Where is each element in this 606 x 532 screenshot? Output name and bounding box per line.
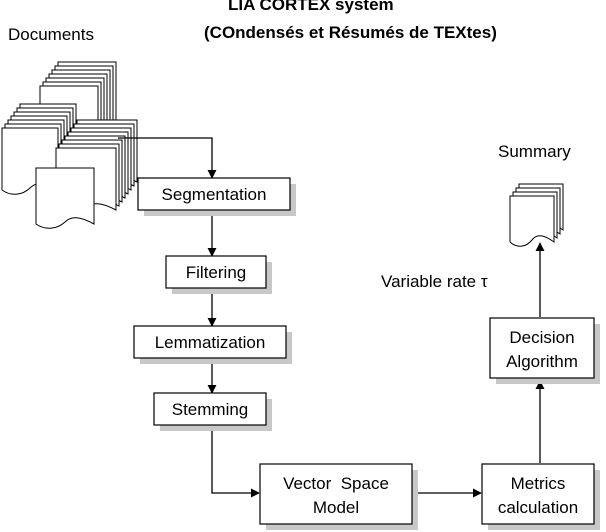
- decision-line-1: Decision: [509, 328, 574, 347]
- document-page-shape: [35, 167, 95, 229]
- vector-space-line-2: Model: [313, 498, 359, 517]
- variable-rate-label: Variable rate τ: [381, 272, 488, 291]
- filtering-label: Filtering: [186, 263, 246, 282]
- step-filtering: Filtering: [165, 255, 272, 294]
- metrics-line-2: calculation: [498, 498, 578, 517]
- stemming-label: Stemming: [172, 400, 249, 419]
- decision-line-2: Algorithm: [506, 352, 578, 371]
- title-line-2: (COndensés et Résumés de TEXtes): [204, 23, 497, 42]
- summary-document-icon: [509, 183, 564, 247]
- summary-label: Summary: [498, 142, 571, 161]
- segmentation-label: Segmentation: [162, 185, 267, 204]
- documents-stack-icon: [1, 61, 138, 229]
- step-lemmatization: Lemmatization: [133, 325, 292, 364]
- vector-space-line-1: Vector Space: [283, 474, 389, 493]
- document-page-shape: [509, 195, 555, 247]
- step-segmentation: Segmentation: [137, 177, 296, 216]
- lemmatization-label: Lemmatization: [155, 333, 266, 352]
- step-decision-algorithm: Decision Algorithm: [489, 317, 600, 384]
- step-metrics-calculation: Metrics calculation: [481, 463, 600, 530]
- arrow-documents-to-segmentation: [118, 137, 217, 179]
- arrow-stemming-to-vector-space: [211, 425, 260, 498]
- documents-label: Documents: [8, 25, 94, 44]
- step-stemming: Stemming: [153, 392, 272, 431]
- metrics-line-1: Metrics: [511, 474, 566, 493]
- title-line-1: LIA CORTEX system: [228, 0, 394, 14]
- flow-connectors: [118, 137, 545, 498]
- step-vector-space-model: Vector Space Model: [259, 463, 418, 530]
